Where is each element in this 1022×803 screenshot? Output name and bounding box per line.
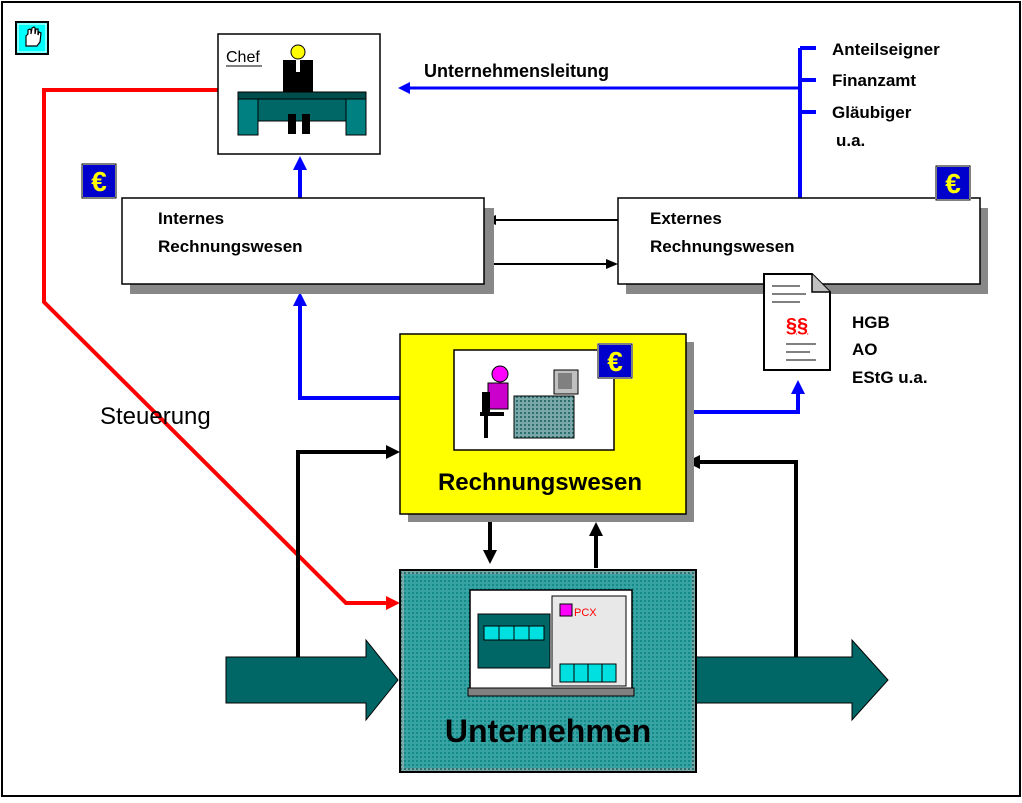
input-to-accounting-arrowhead: [386, 445, 400, 459]
stakeholder-item: Finanzamt: [832, 71, 916, 90]
chef-label: Chef: [226, 49, 260, 66]
steering-line: [42, 88, 390, 605]
stakeholder-list: Anteilseigner Finanzamt Gläubiger u.a.: [832, 40, 940, 150]
accounting-to-internal-arrowhead: [293, 292, 307, 306]
company-to-accounting-arrowhead: [589, 522, 603, 536]
law-item: AO: [852, 340, 878, 359]
stakeholder-item: Gläubiger: [832, 103, 912, 122]
euro-glyph: €: [607, 346, 623, 377]
internal-to-external-arrowhead: [606, 259, 618, 269]
law-item: HGB: [852, 313, 890, 332]
output-to-accounting-line: [698, 460, 798, 660]
accounting-box: Rechnungswesen: [399, 333, 694, 522]
leadership-label: Unternehmensleitung: [424, 61, 609, 81]
accounting-label: Rechnungswesen: [438, 469, 642, 496]
internal-to-chef-arrowhead: [293, 156, 307, 170]
input-to-accounting-line: [296, 450, 388, 660]
euro-glyph: €: [91, 166, 107, 197]
steering-arrowhead: [386, 596, 400, 610]
stakeholder-bracket: [798, 46, 816, 200]
euro-glyph: €: [945, 168, 961, 199]
external-label-line2: Rechnungswesen: [650, 237, 795, 256]
accounting-to-company-arrowhead: [483, 550, 497, 564]
steering-label: Steuerung: [100, 403, 211, 430]
paragraph-mark: §§: [786, 315, 808, 337]
hand-pointer-icon[interactable]: [15, 21, 49, 55]
internal-label-line2: Rechnungswesen: [158, 237, 303, 256]
euro-icon: €: [81, 163, 117, 199]
chef-box: Chef: [217, 33, 381, 155]
clerk-at-computer-icon: [480, 365, 579, 439]
law-document-icon: §§: [763, 273, 831, 371]
company-label: Unternehmen: [445, 713, 651, 749]
stakeholder-item: Anteilseigner: [832, 40, 940, 59]
stakeholder-item: u.a.: [836, 131, 865, 150]
internal-accounting-box: Internes Rechnungswesen: [121, 197, 494, 294]
law-item: EStG u.a.: [852, 368, 928, 387]
external-label-line1: Externes: [650, 209, 722, 228]
output-process-arrow: [695, 638, 889, 722]
input-process-arrow: [225, 638, 399, 722]
leadership-arrowhead: [398, 82, 410, 94]
accounting-to-laws-line: [686, 392, 800, 414]
internal-label-line1: Internes: [158, 209, 224, 228]
euro-icon: €: [935, 165, 971, 201]
svg-text:Internes Rechnungswesen: Internes Rechnungswesen: [158, 209, 303, 256]
machine-icon: PCX: [467, 589, 635, 697]
accounting-to-laws-arrowhead: [791, 380, 805, 394]
law-list: HGB AO EStG u.a.: [852, 313, 928, 387]
svg-text:Externes Rechnungswesen: Externes Rechnungswesen: [650, 209, 795, 256]
company-box: PCX Unternehmen: [399, 569, 697, 773]
machine-tag: PCX: [574, 607, 597, 619]
euro-icon: €: [597, 343, 633, 379]
manager-at-desk-icon: [237, 44, 367, 136]
accounting-to-internal-line: [298, 304, 400, 400]
